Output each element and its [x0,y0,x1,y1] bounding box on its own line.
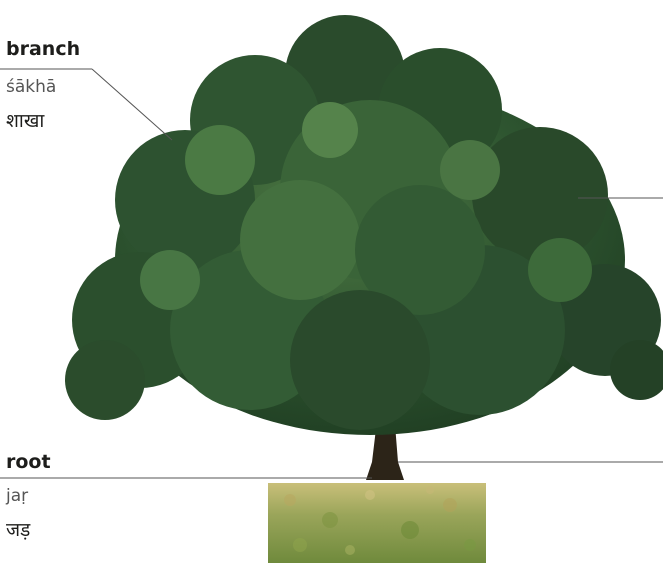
branch-transliteration-label: śākhā [6,79,56,96]
branch-hindi-label: शाखा [6,112,44,131]
root-hindi-label: जड़ [6,521,30,540]
tree-canopy [65,15,663,435]
root-term-label: root [6,453,51,472]
root-transliteration-label: jaṛ [6,488,28,505]
branch-term-label: branch [6,40,80,59]
branch-leader-line [92,69,172,140]
